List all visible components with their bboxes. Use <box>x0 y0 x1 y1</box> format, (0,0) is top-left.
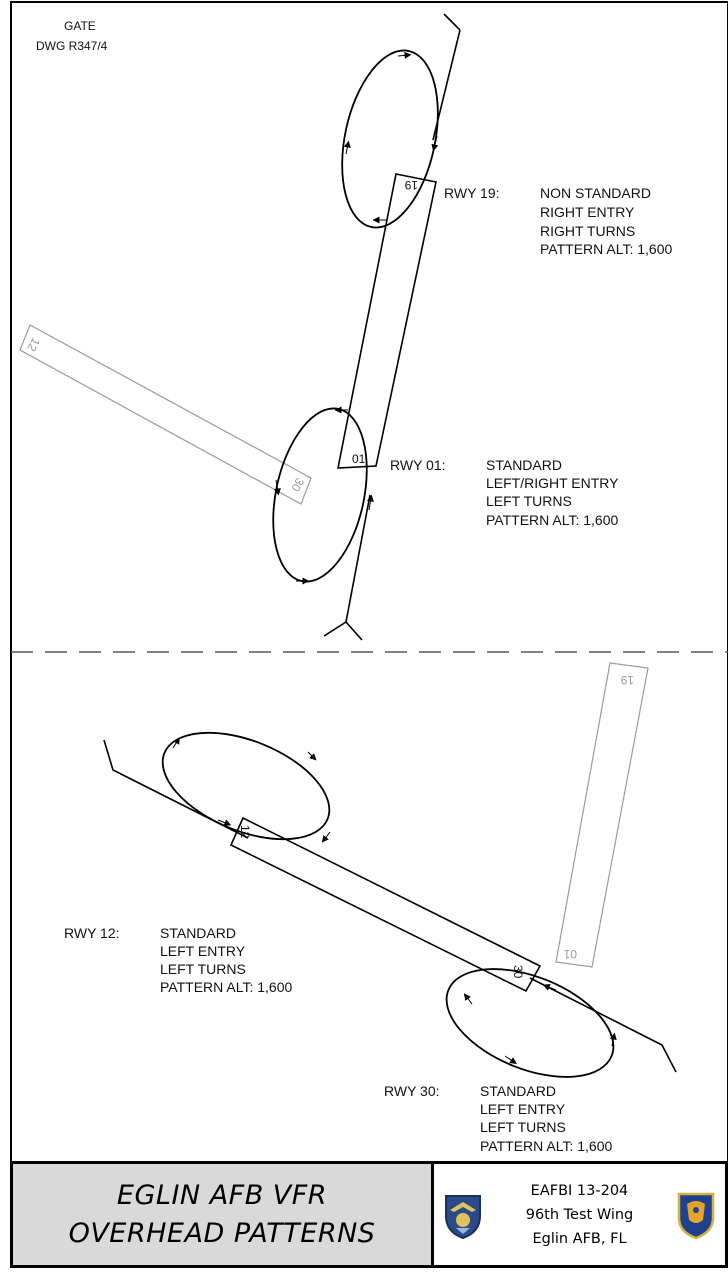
rwy30-line2: LEFT ENTRY <box>480 1101 566 1117</box>
rwy12-arrow <box>172 737 180 749</box>
rwy30-arrow <box>542 984 557 991</box>
rwy19-line2: RIGHT ENTRY <box>540 204 635 220</box>
rwy01-pattern-oval <box>272 407 368 583</box>
runway-19-label-top: 19 <box>404 178 418 192</box>
runway-01-label-top: 01 <box>352 452 366 466</box>
dwg-label: DWG R347/4 <box>36 39 108 53</box>
rwy12-line1: STANDARD <box>160 925 236 941</box>
rwy01-line1: STANDARD <box>486 457 562 473</box>
rwy01-line3: LEFT TURNS <box>486 493 572 509</box>
title-panel: EGLIN AFB VFR OVERHEAD PATTERNS <box>10 1161 434 1268</box>
rwy30-line1: STANDARD <box>480 1083 556 1099</box>
afmc-shield-emblem-icon <box>445 1194 481 1239</box>
rwy12-arrow <box>321 831 331 843</box>
gate-label: GATE <box>64 19 96 33</box>
rwy12-arrow <box>307 751 317 761</box>
rwy19-arrow <box>343 140 351 155</box>
rwy19-line3: RIGHT TURNS <box>540 223 635 239</box>
rwy30-line3: LEFT TURNS <box>480 1119 566 1135</box>
publication-panel: EAFBI 13-204 96th Test Wing Eglin AFB, F… <box>434 1161 728 1268</box>
rwy01-gate-fork <box>345 621 363 641</box>
rwy19-entry-line-2 <box>432 29 461 141</box>
rwy19-entry-line <box>443 13 461 31</box>
rwy01-label: RWY 01: <box>390 457 446 473</box>
rwy30-entry-line <box>529 977 677 1073</box>
rwy12-label: RWY 12: <box>64 925 120 941</box>
rwy01-line4: PATTERN ALT: 1,600 <box>486 512 618 528</box>
rwy12-entry-line <box>103 739 249 839</box>
rwy01-line2: LEFT/RIGHT ENTRY <box>486 475 619 491</box>
runway-01-19-bottom-grey <box>555 662 649 968</box>
rwy30-arrow <box>463 993 473 1005</box>
rwy01-arrow <box>273 479 281 496</box>
rwy19-line1: NON STANDARD <box>540 185 651 201</box>
rwy01-entry-line <box>345 494 371 623</box>
title-line-2: OVERHEAD PATTERNS <box>68 1217 376 1249</box>
rwy30-line4: PATTERN ALT: 1,600 <box>480 1138 612 1154</box>
rwy01-arrow <box>366 494 374 511</box>
runway-01-19-top <box>337 173 437 469</box>
rwy12-arrow <box>217 819 232 826</box>
publication-info: EAFBI 13-204 96th Test Wing Eglin AFB, F… <box>526 1179 634 1251</box>
publication-number: EAFBI 13-204 <box>530 1182 629 1199</box>
publication-unit: 96th Test Wing <box>525 1206 634 1223</box>
rwy19-arrow <box>397 51 412 59</box>
title-line-1: EGLIN AFB VFR <box>116 1179 328 1211</box>
publication-location: Eglin AFB, FL <box>532 1230 627 1247</box>
runway-12-label-top: 12 <box>24 335 43 354</box>
runway-12-30-top-grey <box>19 324 312 505</box>
rwy19-arrow <box>431 135 439 152</box>
rwy30-label: RWY 30: <box>384 1083 440 1099</box>
rwy01-gate-fork <box>323 621 347 637</box>
rwy12-line4: PATTERN ALT: 1,600 <box>160 979 292 995</box>
rwy19-label: RWY 19: <box>444 185 500 201</box>
rwy12-line3: LEFT TURNS <box>160 961 246 977</box>
rwy30-arrow <box>504 1055 517 1064</box>
title-block: EGLIN AFB VFR OVERHEAD PATTERNS EAFBI 13… <box>10 1161 728 1268</box>
rwy19-line4: PATTERN ALT: 1,600 <box>540 241 672 257</box>
runway-12-30-bottom <box>229 816 542 993</box>
drawing-frame <box>10 1 728 1163</box>
runway-30-label-top: 30 <box>288 475 307 494</box>
rwy12-line2: LEFT ENTRY <box>160 943 246 959</box>
runway-19-label-bottom: 19 <box>620 673 634 687</box>
test-wing-emblem-icon <box>677 1192 715 1239</box>
rwy30-pattern-oval <box>445 968 615 1078</box>
runway-01-label-bottom: 01 <box>563 947 577 961</box>
rwy30-arrow <box>609 1032 617 1047</box>
